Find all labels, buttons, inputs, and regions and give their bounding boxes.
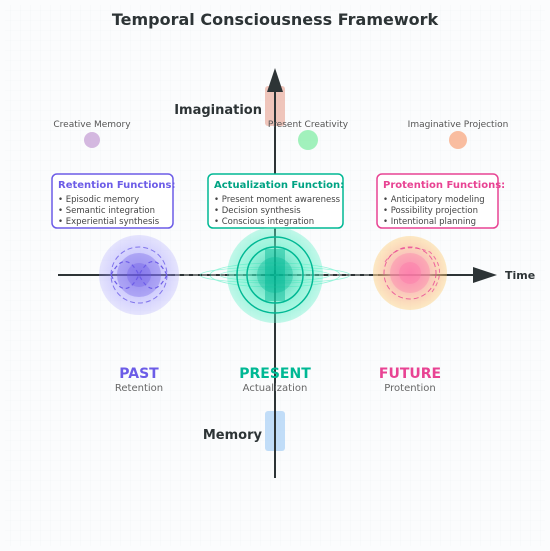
future-sublabel: Protention: [384, 383, 435, 394]
retention-item: • Experiential synthesis: [58, 217, 160, 227]
actualization-item: • Decision synthesis: [214, 206, 301, 216]
time-axis-arrow-icon: [473, 267, 497, 283]
protention-item: • Possibility projection: [383, 206, 478, 216]
page-title: Temporal Consciousness Framework: [112, 10, 439, 29]
imagination-label: Imagination: [174, 103, 262, 118]
future-circle: [373, 236, 447, 310]
actualization-box-title: Actualization Function:: [214, 180, 344, 191]
retention-box: Retention Functions: • Episodic memory •…: [51, 173, 176, 229]
past-sublabel: Retention: [115, 383, 163, 394]
retention-item: • Episodic memory: [58, 195, 139, 205]
present-sublabel: Actualization: [243, 383, 308, 394]
present-creativity-label: Present Creativity: [268, 120, 349, 130]
actualization-item: • Conscious integration: [214, 217, 314, 227]
present-label: PRESENT: [239, 366, 311, 382]
imaginative-projection-dot: [449, 131, 467, 149]
retention-box-title: Retention Functions:: [58, 180, 176, 191]
protention-item: • Anticipatory modeling: [383, 195, 485, 205]
vertical-axis-arrow-icon: [267, 68, 283, 92]
present-circle: [227, 227, 323, 323]
retention-item: • Semantic integration: [58, 206, 155, 216]
creative-memory-dot: [84, 132, 100, 148]
protention-box: Protention Functions: • Anticipatory mod…: [376, 173, 505, 229]
actualization-item: • Present moment awareness: [214, 195, 341, 205]
protention-item: • Intentional planning: [383, 217, 476, 227]
actualization-box: Actualization Function: • Present moment…: [207, 173, 344, 229]
present-creativity-dot: [298, 130, 318, 150]
protention-box-title: Protention Functions:: [383, 180, 505, 191]
time-label: Time: [505, 269, 535, 282]
past-circle: [99, 235, 179, 315]
creative-memory-label: Creative Memory: [53, 120, 131, 130]
past-label: PAST: [119, 366, 159, 382]
memory-label: Memory: [203, 428, 263, 443]
imaginative-projection-label: Imaginative Projection: [408, 120, 509, 130]
future-label: FUTURE: [379, 366, 441, 382]
